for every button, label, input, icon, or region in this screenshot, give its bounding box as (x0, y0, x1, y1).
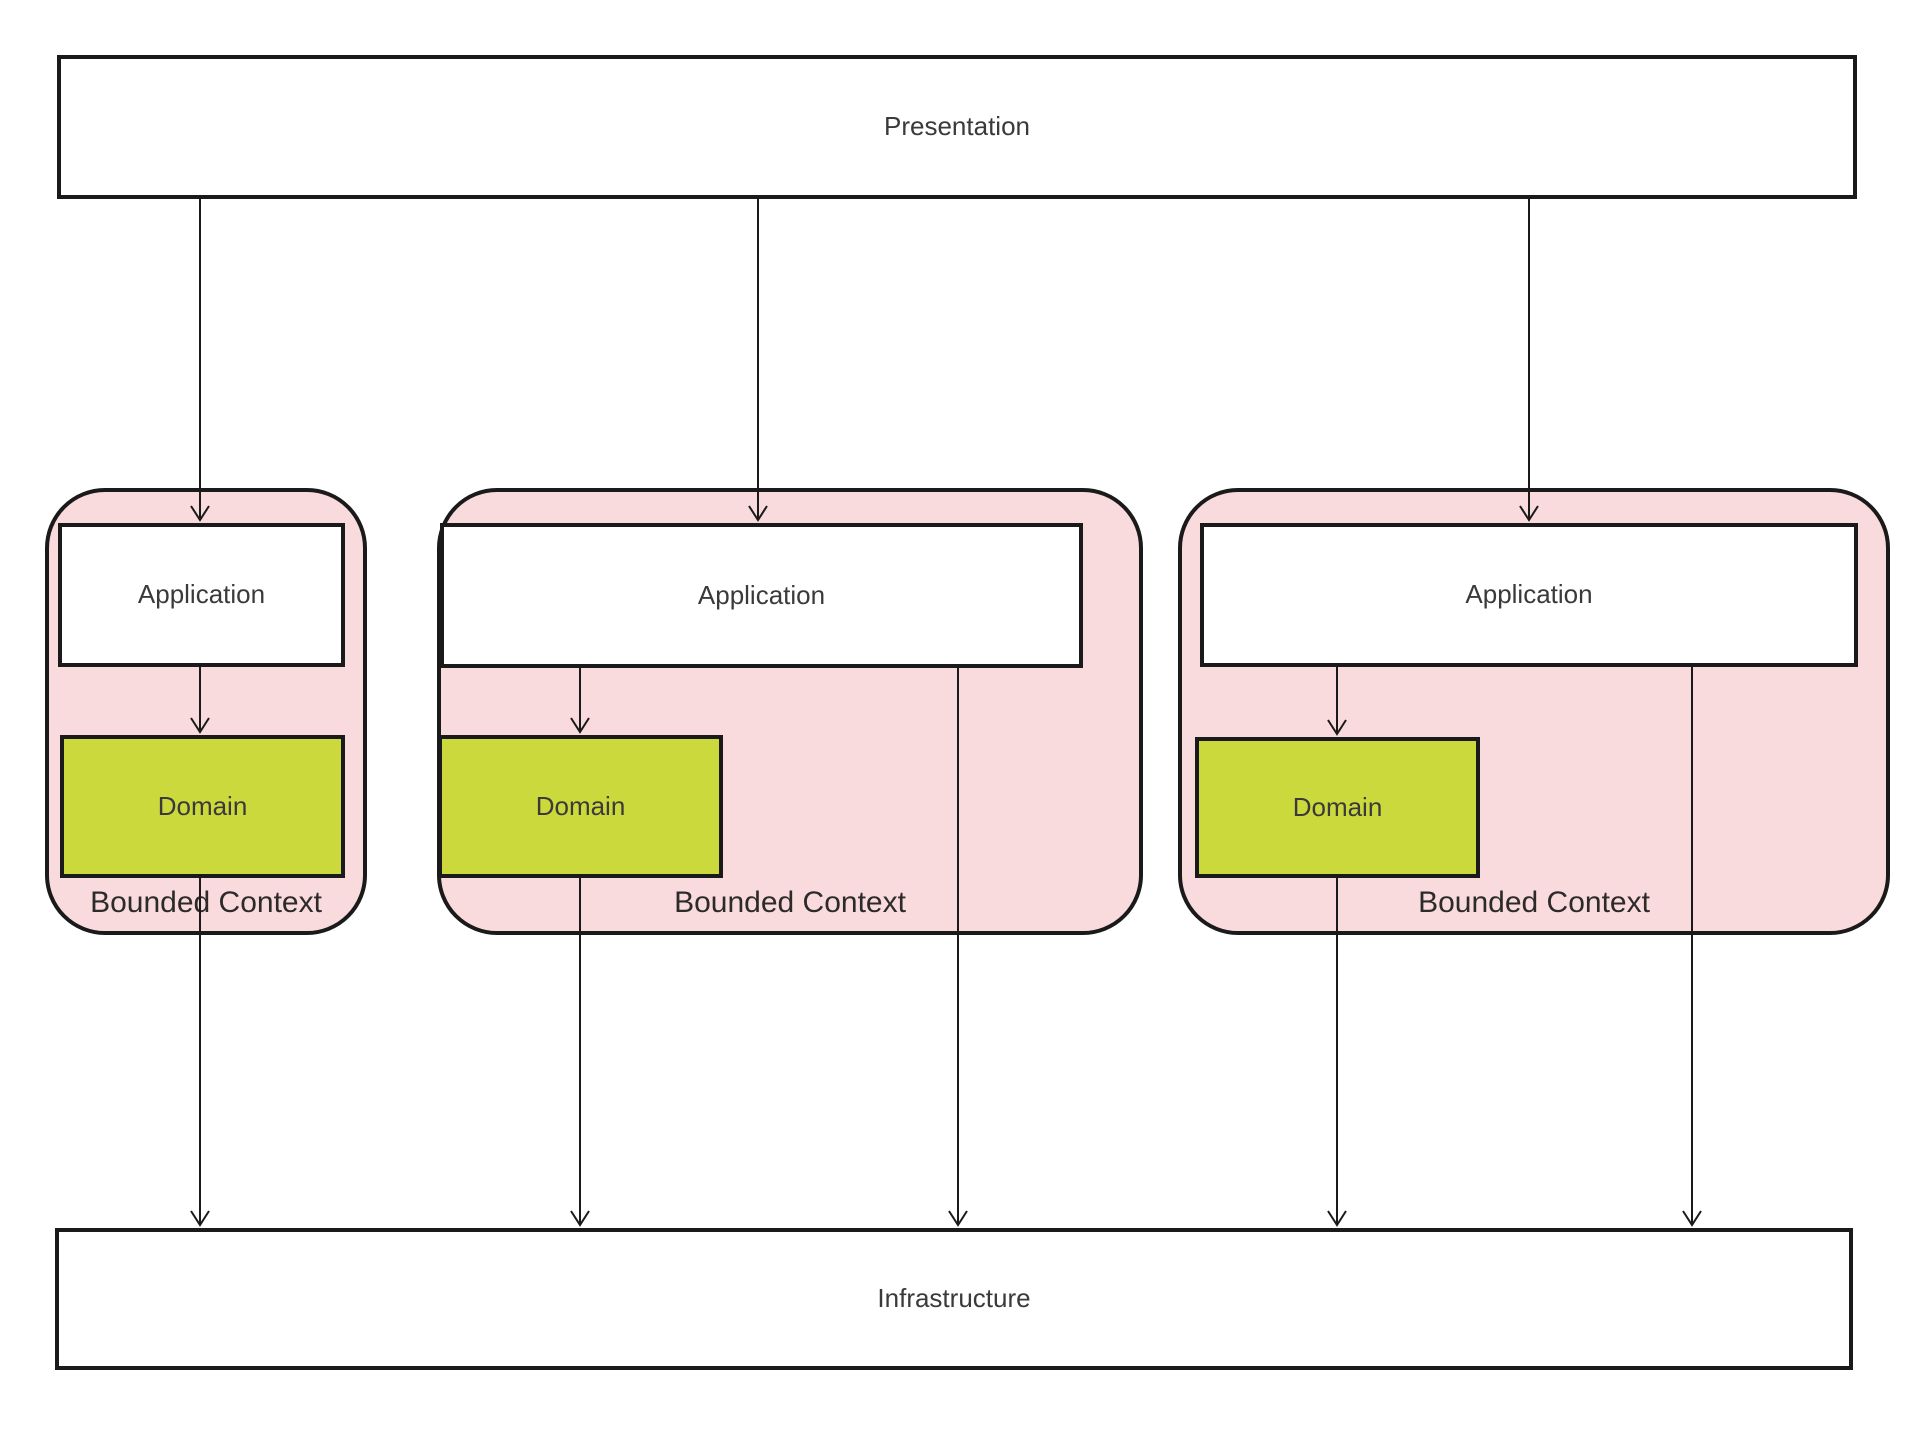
application-box-3[interactable]: Application (1200, 523, 1858, 667)
domain-label-1: Domain (157, 790, 248, 821)
bounded-context-label-3: Bounded Context (1418, 886, 1650, 919)
domain-box-2[interactable]: Domain (438, 735, 723, 878)
application-box-1[interactable]: Application (58, 523, 345, 667)
domain-label-3: Domain (1292, 791, 1383, 822)
domain-box-3[interactable]: Domain (1195, 737, 1480, 878)
bounded-context-1[interactable]: Application Domain Bounded Context (45, 488, 367, 935)
bounded-context-label-2: Bounded Context (674, 886, 906, 919)
domain-label-2: Domain (535, 790, 626, 821)
domain-box-1[interactable]: Domain (60, 735, 345, 878)
application-box-2[interactable]: Application (440, 523, 1083, 668)
bounded-context-3[interactable]: Application Domain Bounded Context (1178, 488, 1890, 935)
application-label-3: Application (1465, 579, 1593, 610)
infrastructure-layer-label: Infrastructure (877, 1283, 1031, 1314)
bounded-context-2[interactable]: Application Domain Bounded Context (437, 488, 1143, 935)
application-label-1: Application (137, 579, 266, 610)
presentation-layer-box[interactable]: Presentation (57, 55, 1857, 199)
presentation-layer-label: Presentation (884, 111, 1030, 142)
infrastructure-layer-box[interactable]: Infrastructure (55, 1228, 1853, 1370)
application-label-2: Application (697, 579, 826, 610)
bounded-context-label-1: Bounded Context (90, 886, 322, 919)
